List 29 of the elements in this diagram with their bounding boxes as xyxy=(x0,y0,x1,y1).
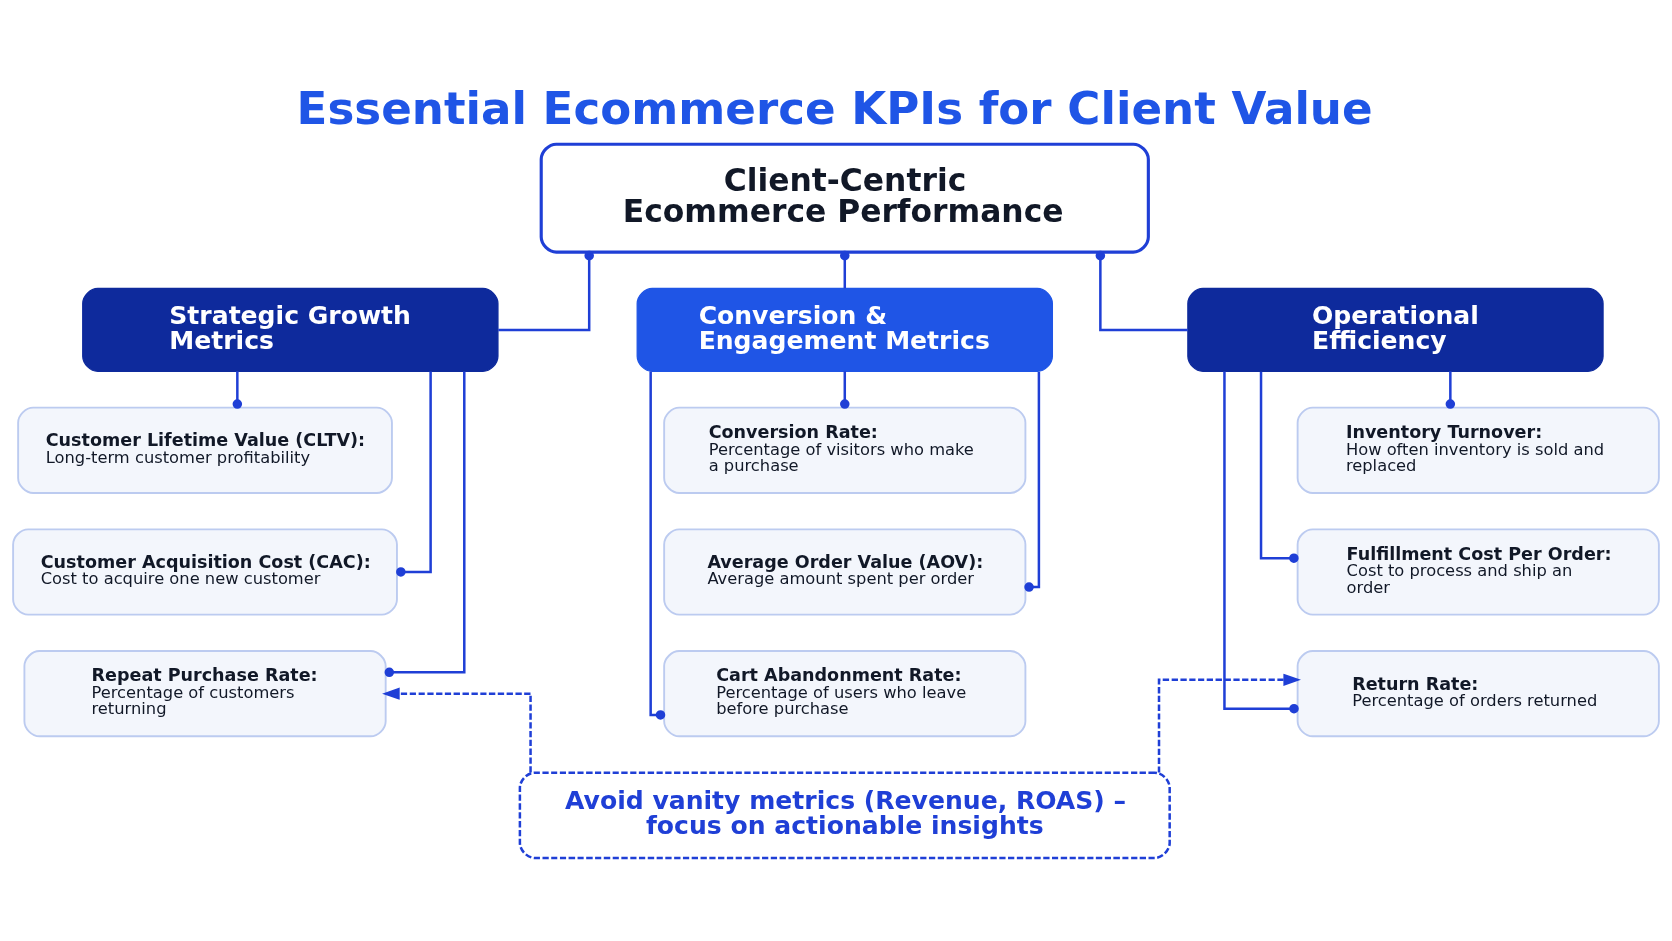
connector xyxy=(840,370,850,409)
connector xyxy=(1024,371,1041,592)
connector xyxy=(1259,371,1299,563)
node-box: Cart Abandonment Rate: Percentage of users who leave before purchase xyxy=(663,649,1027,737)
node-box: Conversion & Engagement Metrics xyxy=(636,287,1053,372)
node-box: Conversion Rate: Percentage of visitors who make a purchase xyxy=(663,406,1027,494)
arrow xyxy=(1157,673,1301,772)
connector xyxy=(396,371,432,577)
node-box: Operational Efficiency xyxy=(1187,287,1604,372)
node-box: Client-Centric Ecommerce Performance xyxy=(539,142,1150,254)
node-box: Customer Acquisition Cost (CAC): Cost to acquire one new customer xyxy=(12,527,398,616)
node-box: Repeat Purchase Rate: Percentage of customers returning xyxy=(23,649,387,737)
node-box: Average Order Value (AOV): Average amount spent per order xyxy=(663,527,1027,616)
connector xyxy=(384,371,466,677)
node-box: Strategic Growth Metrics xyxy=(82,287,499,372)
connector xyxy=(498,250,594,331)
node-box: Fulfillment Cost Per Order: Cost to process and ship an order xyxy=(1296,527,1660,616)
node-box: Inventory Turnover: How often inventory is sold and replaced xyxy=(1296,406,1660,494)
connector xyxy=(649,370,666,720)
connector xyxy=(232,370,243,409)
node-box: Customer Lifetime Value (CLTV): Long-term customer profitability xyxy=(17,406,393,494)
arrow xyxy=(382,687,532,772)
connector xyxy=(1095,250,1188,331)
connector xyxy=(1223,371,1299,713)
node-box: Return Rate: Percentage of orders returned xyxy=(1296,649,1660,737)
diagram-title: Essential Ecommerce KPIs for Client Value xyxy=(296,81,1373,135)
connector xyxy=(840,250,850,288)
connector xyxy=(1445,370,1456,409)
node-box: Avoid vanity metrics (Revenue, ROAS) – focus on actionable insights xyxy=(518,770,1171,859)
